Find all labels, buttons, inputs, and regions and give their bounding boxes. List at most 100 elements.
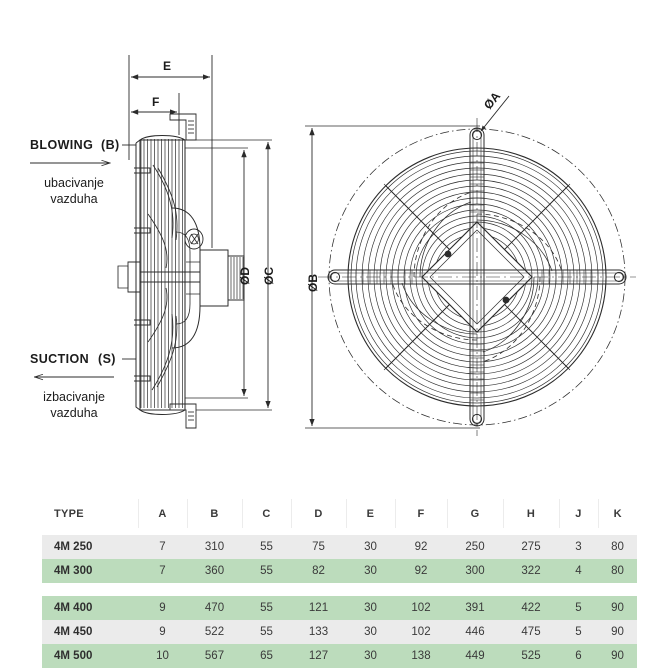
front-view [305,95,636,436]
dimension-label-B: ØB [306,274,320,292]
fan-blades-solid-edges [401,201,553,353]
side-section-view [117,55,272,429]
mounting-arm-vertical [469,127,485,427]
dimension-label-E: E [163,59,172,73]
table-cell-h: 275 [503,535,559,559]
spec-table-header-cell-g: G [447,499,504,528]
table-cell-j: 5 [559,620,598,644]
motor-body [117,249,245,307]
spacer-cell [42,583,637,596]
table-cell-j: 6 [559,644,598,668]
table-cell-k: 90 [598,644,637,668]
hub-bolt-upper-left [444,250,452,258]
suction-subtitle: izbacivanje vazduha [22,390,126,421]
suction-subtitle-line1: izbacivanje [43,390,105,404]
blowing-subtitle-line1: ubacivanje [44,176,104,190]
table-cell-j: 4 [559,559,598,583]
blowing-code: (B) [101,138,120,152]
table-cell-j: 3 [559,535,598,559]
table-cell-e: 30 [346,644,395,668]
mounting-arm-horizontal [327,269,627,285]
table-cell-d: 133 [291,620,346,644]
separator-cell [42,528,637,535]
table-cell-h: 475 [503,620,559,644]
drawing-svg [30,55,636,436]
table-cell-k: 80 [598,559,637,583]
spec-table-header-separator [42,528,637,535]
table-cell-type: 4M 300 [42,559,138,583]
table-cell-c: 55 [242,596,291,620]
spec-table-header-cell-h: H [503,499,560,528]
table-cell-h: 422 [503,596,559,620]
fan-blade-profiles [147,164,178,391]
table-cell-h: 525 [503,644,559,668]
fan-blades [391,191,563,363]
table-cell-b: 470 [187,596,242,620]
table-cell-h: 322 [503,559,559,583]
table-cell-d: 121 [291,596,346,620]
table-cell-d: 127 [291,644,346,668]
table-cell-a: 7 [138,535,187,559]
table-cell-d: 82 [291,559,346,583]
table-cell-k: 90 [598,620,637,644]
table-cell-type: 4M 250 [42,535,138,559]
table-cell-f: 138 [395,644,447,668]
suction-subtitle-line2: vazduha [50,405,98,420]
suction-label: SUCTION [30,352,90,366]
table-cell-c: 65 [242,644,291,668]
mounting-hole-left [329,271,341,283]
projection-lines [185,139,272,411]
dimension-E [128,55,213,248]
table-cell-a: 10 [138,644,187,668]
table-cell-k: 90 [598,596,637,620]
table-cell-a: 9 [138,596,187,620]
table-cell-c: 55 [242,620,291,644]
table-cell-d: 75 [291,535,346,559]
spec-table-header-cell-type: TYPE [42,499,139,528]
blowing-subtitle-line2: vazduha [50,191,98,206]
table-cell-e: 30 [346,620,395,644]
leader-A [480,95,510,132]
table-cell-e: 30 [346,596,395,620]
table-cell-b: 522 [187,620,242,644]
centre-lines [318,118,636,436]
technical-drawing: BLOWING (B) ubacivanje vazduha SUCTION (… [22,55,636,436]
table-cell-f: 102 [395,596,447,620]
table-cell-b: 310 [187,535,242,559]
table-cell-type: 4M 500 [42,644,138,668]
hub-bolt-lower-right [502,296,510,304]
mounting-hole-right [613,271,625,283]
dimension-label-F: F [152,95,160,109]
table-cell-k: 80 [598,535,637,559]
guard-rings-side [134,167,151,382]
table-cell-f: 102 [395,620,447,644]
spec-table-header-cell-j: J [559,499,599,528]
suction-code: (S) [98,352,116,366]
spec-table-header-cell-e: E [346,499,396,528]
spec-table-header-cell-b: B [187,499,243,528]
table-cell-e: 30 [346,535,395,559]
spec-table-header-cell-f: F [395,499,448,528]
table-cell-e: 30 [346,559,395,583]
table-cell-g: 300 [447,559,503,583]
table-cell-a: 9 [138,620,187,644]
mounting-bracket-bottom [169,403,197,429]
table-cell-f: 92 [395,535,447,559]
spec-table-header-cell-k: K [598,499,637,528]
table-cell-type: 4M 400 [42,596,138,620]
airflow-indicators [30,144,136,377]
table-cell-a: 7 [138,559,187,583]
table-cell-b: 360 [187,559,242,583]
dimension-label-C: ØC [262,267,276,285]
